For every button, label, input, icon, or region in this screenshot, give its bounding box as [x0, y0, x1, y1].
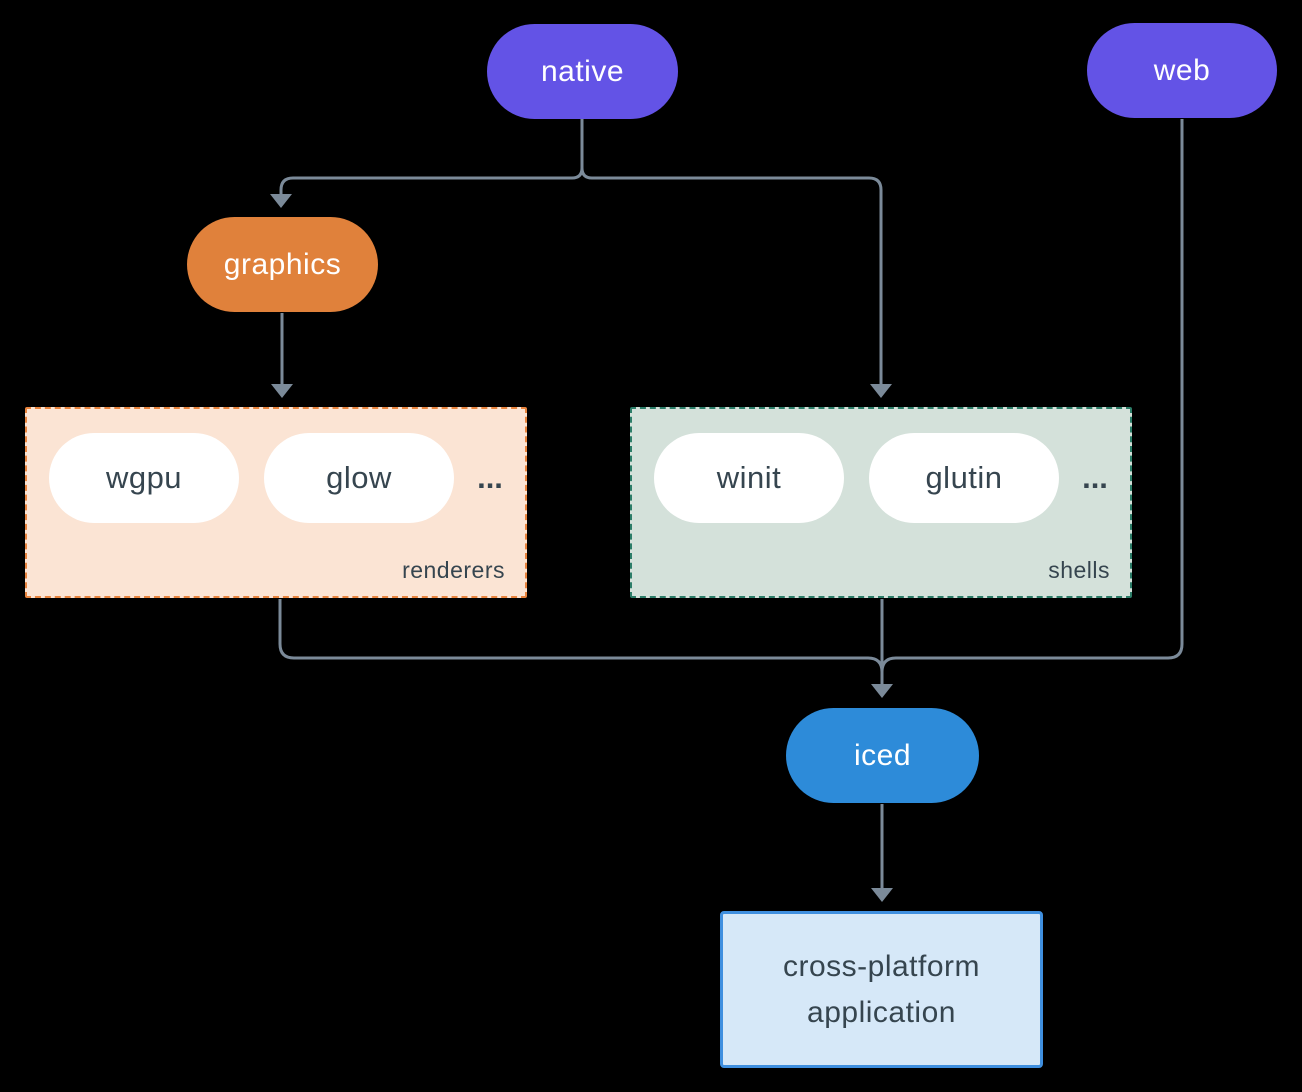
group-label-shells: shells — [1048, 557, 1110, 583]
pill-glow: glow — [264, 433, 454, 523]
group-label-renderers: renderers — [402, 557, 505, 583]
arrowhead-shells — [870, 384, 892, 398]
group-shells: winit glutin ... shells — [630, 407, 1132, 598]
arrowhead-application — [871, 888, 893, 902]
node-native: native — [487, 24, 678, 119]
node-cross-platform-application: cross-platform application — [720, 911, 1043, 1068]
application-label-line1: cross-platform — [782, 949, 981, 983]
edge-native-to-graphics — [279, 119, 584, 195]
edge-renderers-to-iced — [278, 599, 884, 673]
node-web: web — [1087, 23, 1277, 118]
arrowhead-graphics — [270, 194, 292, 208]
pill-glutin: glutin — [869, 433, 1059, 523]
node-graphics: graphics — [187, 217, 378, 312]
pill-wgpu: wgpu — [49, 433, 239, 523]
ellipsis-shells: ... — [1082, 460, 1108, 495]
pill-winit: winit — [654, 433, 844, 523]
arrowhead-renderers — [271, 384, 293, 398]
edge-web-to-iced — [880, 119, 1184, 673]
ellipsis-renderers: ... — [477, 460, 503, 495]
arrowhead-iced — [871, 684, 893, 698]
edge-native-to-shells — [580, 119, 883, 385]
node-iced: iced — [786, 708, 979, 803]
application-label-line2: application — [807, 995, 956, 1029]
group-renderers: wgpu glow ... renderers — [25, 407, 527, 598]
